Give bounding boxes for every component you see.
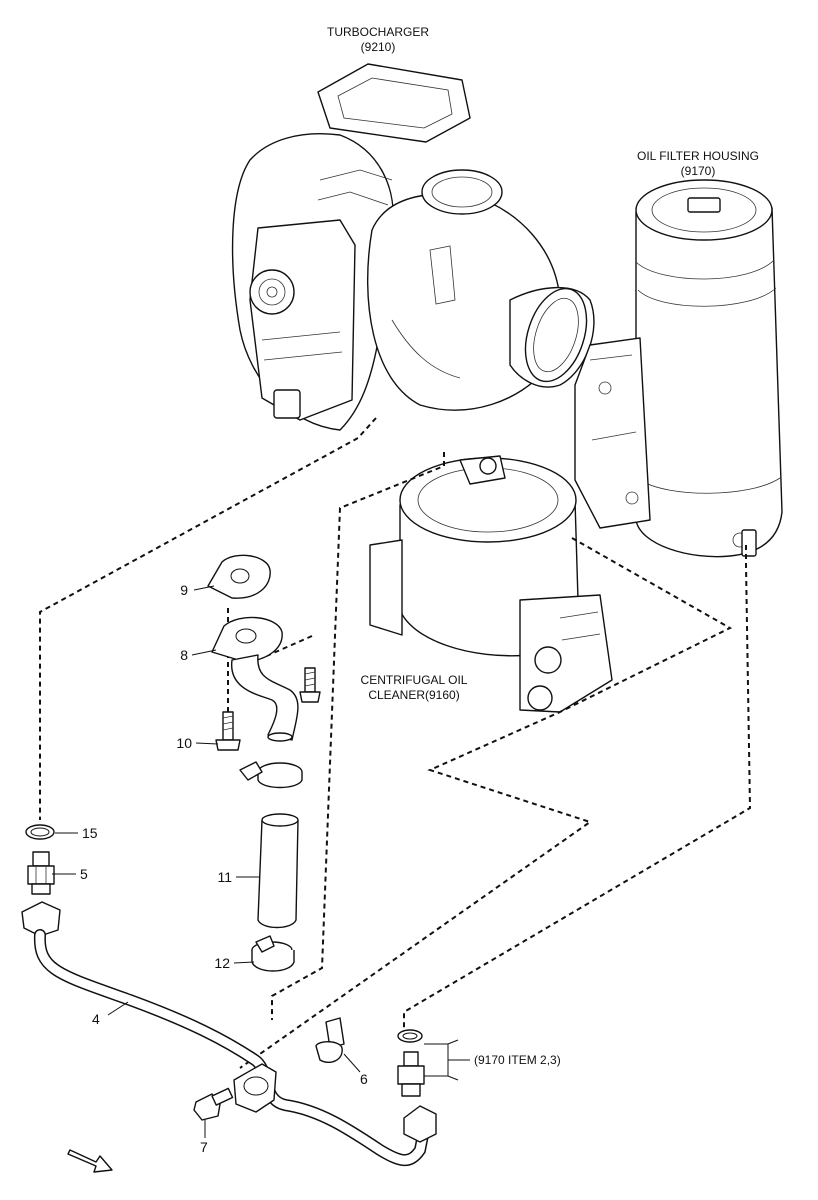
callout-5: 5: [80, 866, 88, 882]
clip-part-6: [315, 1017, 345, 1064]
assembly-guide-lines: [39, 417, 752, 1069]
oil-filter-housing-drawing: [574, 179, 783, 558]
callout-4: 4: [92, 1011, 100, 1027]
bolt-part-10: [215, 711, 241, 751]
turbocharger-label: TURBOCHARGER: [327, 25, 429, 39]
oil-line-part-4: [21, 901, 437, 1167]
hose-clamp-part-12: [251, 935, 295, 972]
callout-8: 8: [180, 647, 188, 663]
callout-9: 9: [180, 582, 188, 598]
parts-group: [21, 554, 437, 1173]
callout-7: 7: [200, 1139, 208, 1155]
leader-lines: [52, 585, 470, 1138]
bolt-upper-right: [299, 667, 321, 703]
front-direction-arrow-icon: [67, 1149, 113, 1173]
banjo-bolt-part-7: [193, 1087, 234, 1121]
o-ring-part-15: [25, 824, 55, 840]
component-labels: TURBOCHARGER (9210) OIL FILTER HOUSING (…: [327, 25, 759, 702]
callout-9170-items: (9170 ITEM 2,3): [474, 1053, 561, 1067]
oil-filter-housing-ref: (9170): [681, 164, 716, 178]
part-callouts: 9 8 10 11 12 15 5 4 6 7 (9170 ITEM 2,3): [80, 582, 561, 1155]
oil-filter-housing-label: OIL FILTER HOUSING: [637, 149, 759, 163]
fitting-9170-items: [397, 1029, 425, 1097]
callout-10: 10: [176, 735, 192, 751]
turbocharger-drawing: [231, 63, 595, 431]
callout-11: 11: [217, 869, 232, 885]
centrifugal-oil-cleaner-drawing: [369, 455, 613, 713]
hose-part-11: [257, 813, 299, 929]
turbocharger-ref: (9210): [361, 40, 396, 54]
hose-clamp-upper: [239, 761, 303, 789]
oil-supply-tube-part-8: [211, 616, 299, 742]
adapter-fitting-part-5: [27, 851, 55, 895]
callout-15: 15: [82, 825, 98, 841]
callout-12: 12: [214, 955, 230, 971]
centrifugal-oil-cleaner-label-2: CLEANER(9160): [368, 688, 459, 702]
centrifugal-oil-cleaner-label-1: CENTRIFUGAL OIL: [361, 673, 468, 687]
gasket-part-9: [207, 554, 271, 599]
callout-6: 6: [360, 1071, 368, 1087]
